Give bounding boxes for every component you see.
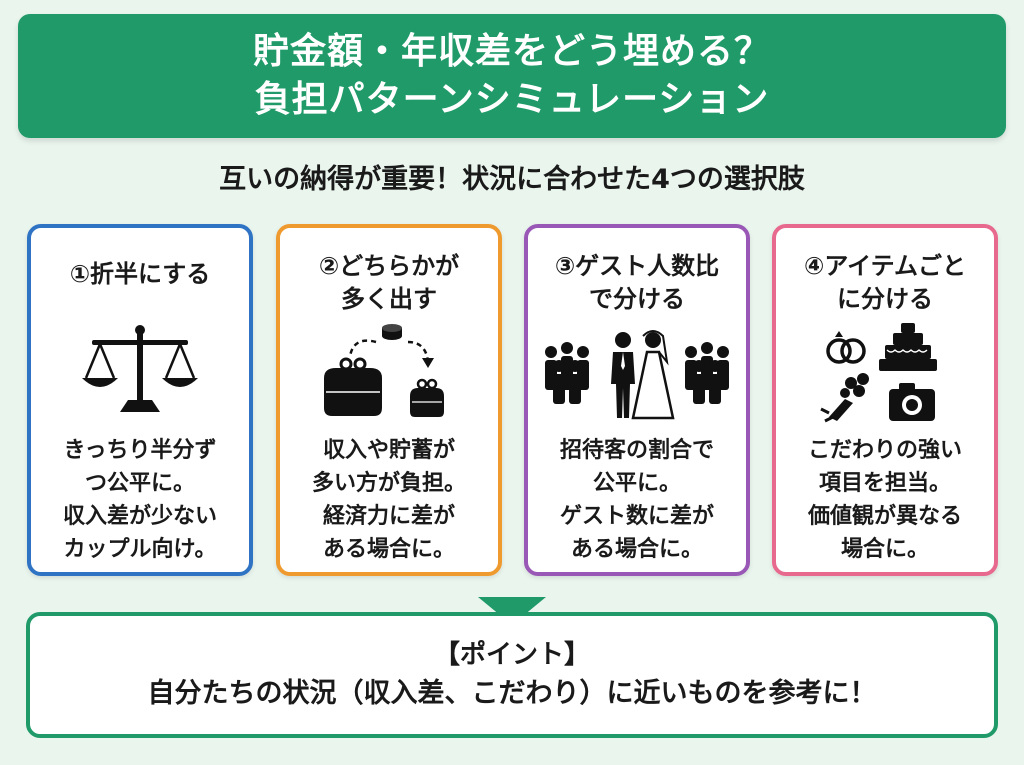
wedding-items-icon [784, 322, 986, 423]
card-description: こだわりの強い 項目を担当。 価値観が異なる 場合に。 [807, 438, 962, 562]
option-card-guest-ratio: ③ゲスト人数比 で分ける [524, 224, 750, 576]
header-title-line2: 負担パターンシミュレーション [254, 79, 770, 120]
option-card-by-item: ④アイテムごと に分ける [772, 224, 998, 576]
guests-and-couple-icon [536, 322, 738, 422]
card-description: きっちり半分ず つ公平に。 収入差が少ない カップル向け。 [62, 438, 217, 562]
balance-scale-icon [39, 322, 241, 422]
header-banner: 貯金額・年収差をどう埋める？ 負担パターンシミュレーション [18, 14, 1006, 138]
subtitle: 互いの納得が重要！状況に合わせた4つの選択肢 [219, 164, 805, 195]
option-card-split-half: ①折半にする きっちり半分ず つ公平に。 収入差が少ない カップル向け。 [27, 224, 253, 576]
card-title: ③ゲスト人数比 で分ける [554, 252, 720, 313]
card-title: ④アイテムごと に分ける [804, 252, 966, 313]
point-title: 【ポイント】 [433, 640, 590, 670]
camera-icon [889, 383, 935, 421]
point-box: 【ポイント】 自分たちの状況（収入差、こだわり）に近いものを参考に！ [26, 612, 998, 738]
bouquet-icon [820, 373, 869, 423]
cake-icon [879, 323, 937, 371]
option-card-one-pays-more: ②どちらかが 多く出す 収入や貯蓄が 多い方が負担。 経済力に差が ある場合に。 [276, 224, 502, 576]
card-description: 収入や貯蓄が 多い方が負担。 経済力に差が ある場合に。 [311, 438, 466, 562]
rings-icon [826, 331, 866, 364]
card-description: 招待客の割合で 公平に。 ゲスト数に差が ある場合に。 [559, 438, 714, 562]
point-text: 自分たちの状況（収入差、こだわり）に近いものを参考に！ [147, 678, 877, 709]
card-title: ②どちらかが 多く出す [318, 252, 460, 313]
purse-icon [288, 322, 490, 422]
card-title: ①折半にする [69, 260, 211, 288]
header-title-line1: 貯金額・年収差をどう埋める？ [252, 31, 771, 72]
